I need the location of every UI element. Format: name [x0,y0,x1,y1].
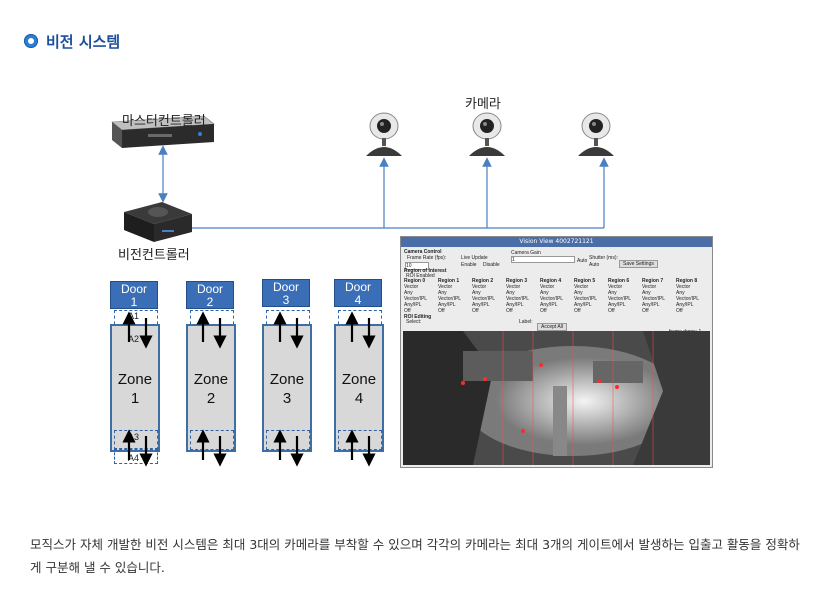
select-label: Select: [406,319,421,325]
region-column: Region 1VectorAnyVector/IPLAny/IPLOff [438,278,471,314]
region-option-radio[interactable]: Off [608,308,641,314]
region-option-radio[interactable]: Off [472,308,505,314]
frame-rate-label: Frame Rate (fps): [407,255,446,261]
region-column: Region 0VectorAnyVector/IPLAny/IPLOff [404,278,437,314]
window-title: Vision View 4002721121 [401,237,712,247]
region-option-radio[interactable]: Off [540,308,573,314]
accept-all-button[interactable]: Accept All [537,323,567,331]
disable-radio[interactable]: Disable [483,262,500,268]
region-option-radio[interactable]: Off [506,308,539,314]
camera-feed-scene [403,331,710,465]
save-settings-button[interactable]: Save Settings [619,260,658,268]
camera-feed-image [403,331,710,465]
region-option-radio[interactable]: Off [574,308,607,314]
region-option-radio[interactable]: Off [438,308,471,314]
region-column: Region 5VectorAnyVector/IPLAny/IPLOff [574,278,607,314]
region-option-radio[interactable]: Off [676,308,709,314]
enable-radio[interactable]: Enable [461,262,477,268]
region-column: Region 4VectorAnyVector/IPLAny/IPLOff [540,278,573,314]
camera-gain-input[interactable]: 1 [511,256,575,263]
description-text: 모직스가 자체 개발한 비전 시스템은 최대 3대의 카메라를 부착할 수 있으… [30,533,800,579]
region-column: Region 6VectorAnyVector/IPLAny/IPLOff [608,278,641,314]
region-columns: Region 0VectorAnyVector/IPLAny/IPLOffReg… [404,278,710,313]
live-update-label: Live Update [461,255,488,261]
auto-checkbox[interactable]: Auto [577,258,587,264]
region-column: Region 7VectorAnyVector/IPLAny/IPLOff [642,278,675,314]
vision-view-window: Vision View 4002721121 Camera Control Fr… [400,236,713,468]
shutter-label: Shutter (ms): [589,255,618,261]
shutter-value[interactable]: Auto [589,262,599,268]
region-option-radio[interactable]: Off [642,308,675,314]
label-field-label: Label: [519,319,533,325]
